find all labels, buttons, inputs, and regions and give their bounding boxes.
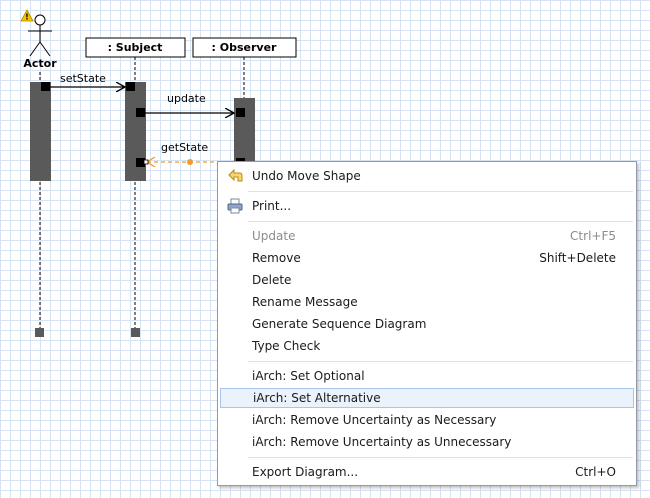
lifeline-observer-label: : Observer: [212, 41, 278, 54]
undo-arrow-icon: [228, 168, 243, 182]
message-end-handle[interactable]: [143, 159, 149, 165]
menu-item-generate-sequence-diagram[interactable]: Generate Sequence Diagram: [221, 314, 633, 334]
menu-item-delete[interactable]: Delete: [221, 270, 633, 290]
menu-item-label: Rename Message: [252, 295, 358, 309]
menu-item-print[interactable]: Print...: [221, 196, 633, 216]
actor-lifeline-end: [35, 328, 44, 337]
menu-item-label: Type Check: [252, 339, 321, 353]
menu-item-label: Undo Move Shape: [252, 169, 361, 183]
menu-separator: [248, 361, 633, 362]
lifeline-observer-header[interactable]: : Observer: [192, 37, 297, 58]
menu-item-remove[interactable]: Remove Shift+Delete: [221, 248, 633, 268]
subject-activation[interactable]: [125, 82, 146, 181]
warning-icon: !: [20, 9, 34, 22]
menu-item-iarch-remove-uncertainty-necessary[interactable]: iArch: Remove Uncertainty as Necessary: [221, 410, 633, 430]
menu-item-rename-message[interactable]: Rename Message: [221, 292, 633, 312]
actor-label: Actor: [23, 57, 57, 70]
message-update-label: update: [167, 92, 206, 105]
menu-item-undo-move-shape[interactable]: Undo Move Shape: [221, 166, 633, 186]
actor[interactable]: [28, 14, 52, 57]
menu-item-label: Export Diagram...: [252, 465, 359, 479]
observer-activation[interactable]: [234, 98, 255, 164]
menu-item-export-diagram[interactable]: Export Diagram... Ctrl+O: [221, 462, 633, 482]
subject-lifeline-end: [131, 328, 140, 337]
lifeline-subject-label: : Subject: [108, 41, 163, 54]
menu-item-iarch-set-alternative[interactable]: iArch: Set Alternative: [220, 388, 634, 408]
message-setstate-label: setState: [60, 72, 106, 85]
menu-item-label: Delete: [252, 273, 292, 287]
menu-item-type-check[interactable]: Type Check: [221, 336, 633, 356]
menu-item-label: Update: [252, 229, 296, 243]
menu-item-label: iArch: Set Optional: [252, 369, 365, 383]
menu-item-label: Generate Sequence Diagram: [252, 317, 427, 331]
menu-item-label: iArch: Remove Uncertainty as Necessary: [252, 413, 497, 427]
menu-separator: [248, 221, 633, 222]
menu-item-shortcut: Ctrl+F5: [570, 229, 616, 243]
menu-item-shortcut: Ctrl+O: [575, 465, 616, 479]
menu-item-label: iArch: Remove Uncertainty as Unnecessary: [252, 435, 512, 449]
message-getstate[interactable]: getState: [143, 141, 234, 165]
menu-item-label: iArch: Set Alternative: [253, 391, 381, 405]
menu-item-iarch-set-optional[interactable]: iArch: Set Optional: [221, 366, 633, 386]
menu-item-label: Print...: [252, 199, 292, 213]
svg-text:!: !: [25, 13, 29, 22]
menu-item-label: Remove: [252, 251, 301, 265]
menu-separator: [248, 457, 633, 458]
context-menu: Undo Move Shape Print... Update Ctrl+F5 …: [217, 161, 637, 486]
message-update[interactable]: update: [145, 92, 234, 113]
lifeline-subject-header[interactable]: : Subject: [85, 37, 186, 58]
actor-activation[interactable]: [30, 82, 51, 181]
message-bendpoint-handle[interactable]: [187, 159, 193, 165]
message-setstate[interactable]: setState: [50, 72, 125, 87]
menu-item-shortcut: Shift+Delete: [539, 251, 616, 265]
menu-item-update[interactable]: Update Ctrl+F5: [221, 226, 633, 246]
message-getstate-label: getState: [161, 141, 208, 154]
menu-separator: [248, 191, 633, 192]
menu-item-iarch-remove-uncertainty-unnecessary[interactable]: iArch: Remove Uncertainty as Unnecessary: [221, 432, 633, 452]
printer-icon: [227, 198, 243, 214]
